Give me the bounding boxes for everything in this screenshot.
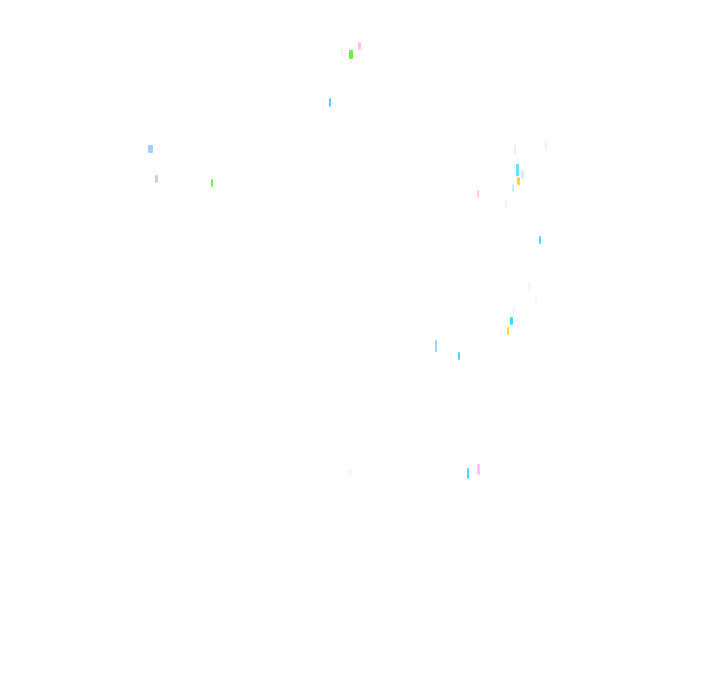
speck-mark xyxy=(477,464,480,475)
speck-mark xyxy=(528,282,530,290)
speck-mark xyxy=(458,352,460,360)
speck-group xyxy=(148,42,547,479)
speck-mark xyxy=(341,48,343,56)
speck-mark xyxy=(505,200,507,208)
speck-mark xyxy=(507,327,509,335)
speck-mark xyxy=(211,179,213,187)
speck-mark xyxy=(521,170,524,179)
speck-mark xyxy=(349,50,353,59)
speck-mark xyxy=(329,98,331,107)
speck-mark xyxy=(513,306,515,314)
speck-mark xyxy=(358,42,361,50)
speck-mark xyxy=(435,340,437,352)
speck-mark xyxy=(539,236,541,244)
speck-mark xyxy=(516,164,519,176)
speck-mark xyxy=(510,317,513,325)
speck-mark xyxy=(514,145,516,154)
speck-mark xyxy=(155,175,158,183)
speck-mark xyxy=(512,184,514,192)
speck-mark xyxy=(148,145,153,153)
speck-mark xyxy=(545,142,547,150)
speck-mark xyxy=(467,468,469,479)
speck-mark xyxy=(349,470,351,476)
speck-mark xyxy=(477,190,479,198)
speck-mark xyxy=(535,296,537,304)
speck-mark xyxy=(517,177,520,185)
